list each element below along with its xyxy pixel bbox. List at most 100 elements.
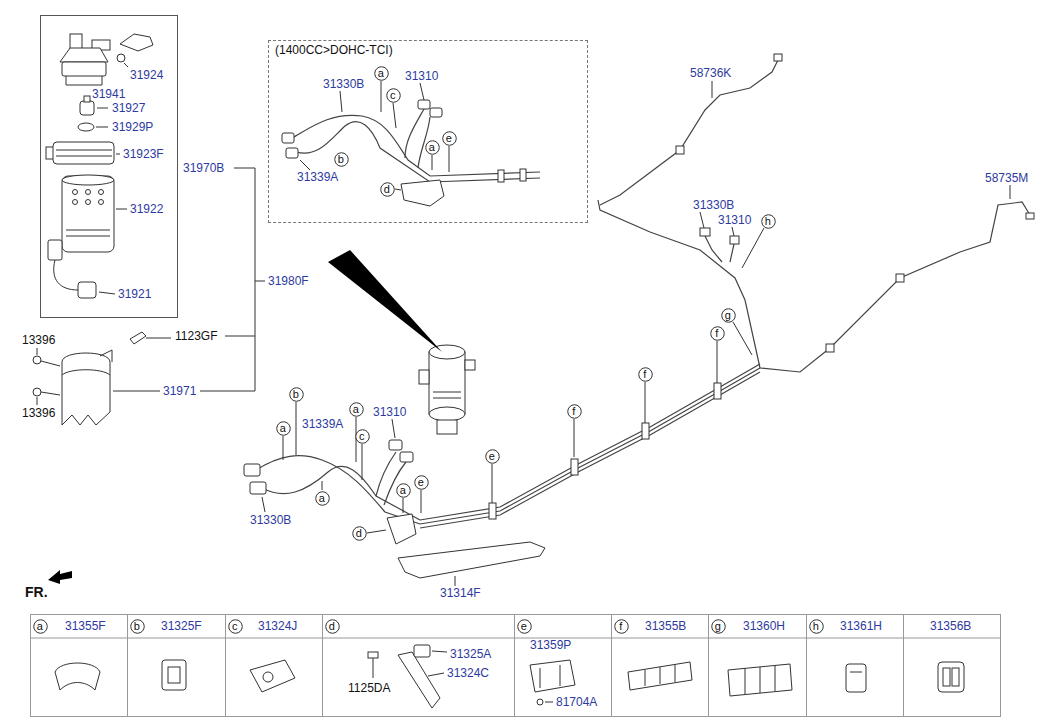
table-cell: a 31355F — [30, 614, 128, 717]
part-icon — [55, 663, 100, 690]
part-number: (1400CC>DOHC-TCI) — [275, 43, 393, 57]
callout-letter: g — [721, 308, 736, 323]
fitting — [676, 54, 1034, 352]
callout-letter: c — [228, 619, 243, 634]
callout-letter-text: h — [813, 619, 819, 633]
fitting — [489, 503, 496, 519]
filter-part — [80, 101, 94, 115]
part-number: 1125DA — [348, 681, 390, 695]
callout-circle — [414, 475, 428, 489]
part-number: 13396 — [22, 333, 55, 347]
callout-letter-text: f — [572, 404, 575, 418]
callout-circle — [325, 619, 339, 633]
callout-letter: c — [386, 88, 401, 103]
part-number: 31924 — [130, 68, 163, 82]
part-number: 31361H — [840, 619, 882, 633]
part-number: 58735M — [985, 171, 1028, 185]
callout-letter-text: b — [338, 152, 344, 166]
filter-part — [56, 150, 112, 156]
clamp — [33, 388, 41, 396]
fuel-pipe — [420, 368, 760, 524]
part-number: 31325F — [161, 619, 202, 633]
filter-housing — [465, 360, 475, 370]
pointer-wedge — [328, 250, 442, 352]
part-number: 13396 — [22, 406, 55, 420]
clamp — [100, 350, 112, 362]
callout-letter: h — [809, 619, 824, 634]
table-line — [30, 638, 1000, 639]
callout-letter-text: a — [378, 66, 384, 80]
callout-letter: a — [315, 491, 330, 506]
filter-part — [96, 127, 108, 128]
callout-circle — [228, 619, 242, 633]
filter-part — [66, 76, 102, 85]
part-icon — [628, 662, 692, 690]
fitting — [571, 459, 578, 475]
filter-part — [99, 200, 104, 205]
filter-part — [48, 240, 62, 260]
callout-letter-text: c — [359, 429, 365, 443]
filter-part — [116, 209, 127, 210]
filter-housing — [429, 407, 465, 421]
callout-circle — [396, 483, 410, 497]
callout-letter-text: c — [232, 619, 238, 633]
leader-line — [492, 322, 752, 503]
part-number: 58736K — [690, 66, 731, 80]
filter-part — [116, 154, 120, 155]
fuel-pipe — [376, 452, 396, 496]
variant-box: aceabd(1400CC>DOHC-TCI)3131031330B31339A — [268, 40, 588, 223]
callout-circle — [355, 429, 369, 443]
front-arrow — [48, 570, 72, 584]
callout-letter: a — [349, 402, 364, 417]
table-cell: b 31325F — [127, 614, 226, 717]
part-number: 31980F — [268, 274, 309, 288]
callout-letter-text: b — [293, 387, 299, 401]
part-icon — [168, 667, 180, 683]
callout-letter-text: a — [400, 483, 406, 497]
filter-part — [99, 292, 115, 294]
clamp — [37, 348, 60, 405]
part-number: 31360H — [743, 619, 785, 633]
fitting — [826, 344, 834, 352]
fuel-pipe — [256, 364, 760, 528]
part-icon — [414, 645, 430, 657]
fuel-pipe — [420, 372, 760, 528]
fitting — [244, 464, 260, 476]
callout-letter-text: a — [280, 421, 286, 435]
part-number: 31325A — [450, 647, 491, 661]
fitting — [418, 100, 430, 109]
fitting — [286, 148, 298, 158]
part-icon — [398, 652, 440, 708]
part-number: 31310 — [405, 69, 438, 83]
callout-letter: e — [485, 449, 500, 464]
filter-part — [99, 190, 104, 195]
part-icon — [938, 662, 964, 692]
callout-letter: e — [517, 619, 532, 634]
part-icon — [537, 699, 543, 705]
part-icon — [943, 668, 950, 686]
callout-letter: f — [567, 404, 582, 419]
callout-circle — [352, 526, 366, 540]
filter-part — [97, 108, 108, 109]
part-icon — [645, 665, 675, 686]
callout-letter: d — [380, 182, 395, 197]
assembly-box: 31924319413192731929P31923F3192231921 — [40, 15, 178, 318]
callout-letter-text: f — [619, 619, 622, 633]
part-number: 31922 — [130, 202, 163, 216]
part-number: 31355F — [65, 619, 106, 633]
fuel-pipe — [420, 364, 760, 520]
fitting — [398, 542, 545, 578]
fitting — [400, 452, 413, 462]
pointer-wedge — [328, 250, 442, 352]
callout-letter: a — [374, 66, 389, 81]
callout-letter: b — [130, 619, 145, 634]
callout-letter: f — [614, 619, 629, 634]
callout-letter: a — [33, 619, 48, 634]
callout-letter-text: g — [715, 619, 721, 633]
filter-part — [53, 142, 114, 164]
part-number: 81704A — [556, 695, 597, 709]
fitting — [401, 180, 444, 206]
filter-part — [62, 175, 114, 185]
callout-circle — [442, 131, 456, 145]
part-number: 31339A — [302, 417, 343, 431]
